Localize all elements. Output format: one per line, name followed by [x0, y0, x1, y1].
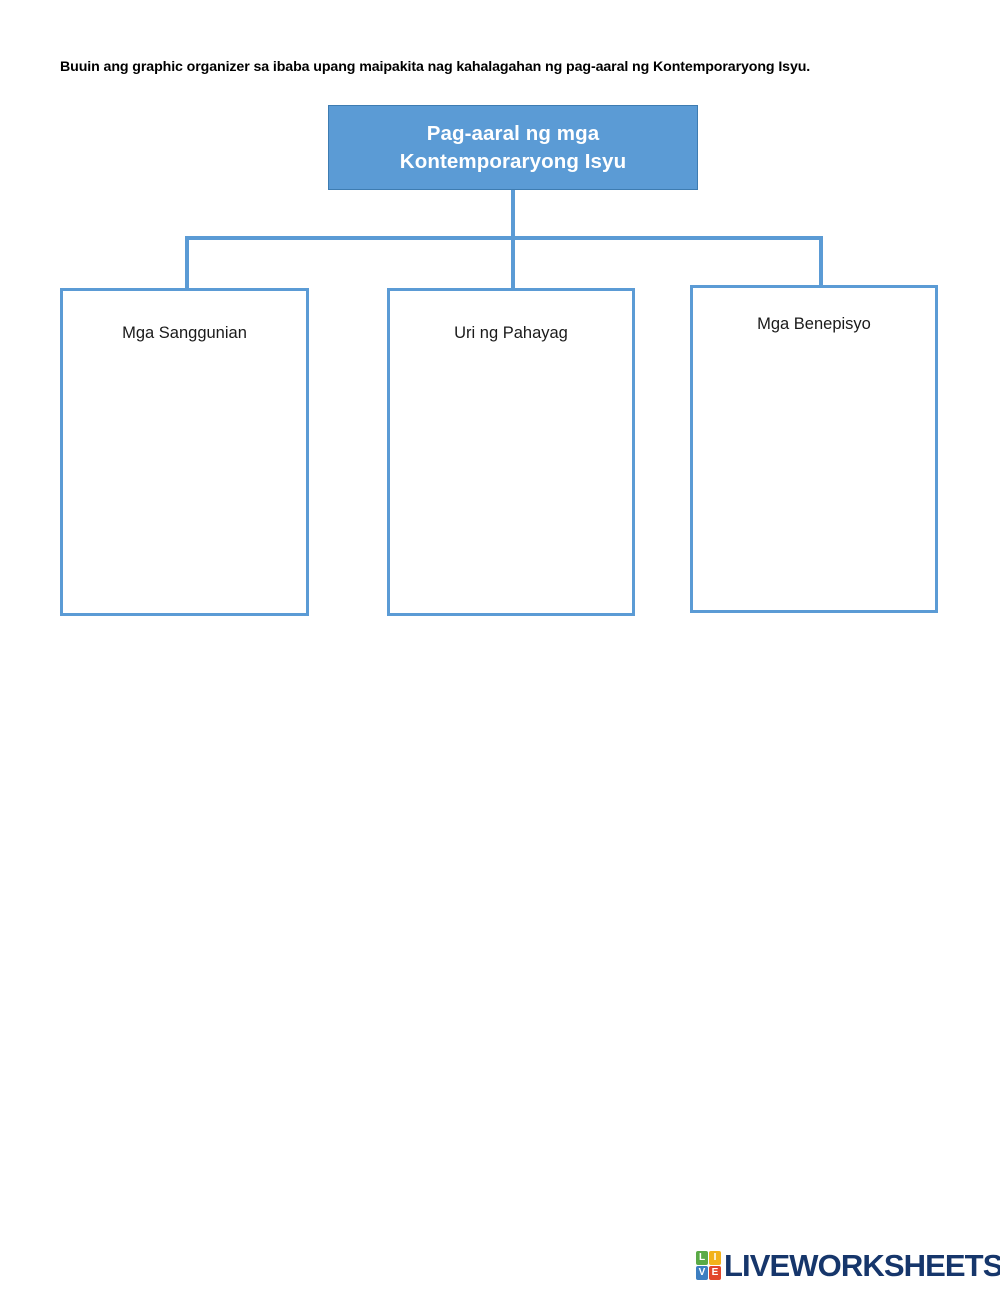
- answer-box-label: Mga Benepisyo: [757, 315, 871, 333]
- logo-tile-grid: L I V E: [696, 1251, 721, 1280]
- organizer-root-label: Pag-aaral ng mga Kontemporaryong Isyu: [399, 121, 627, 173]
- connector-drop-branch-1: [185, 238, 189, 290]
- answer-box-mga-sanggunian[interactable]: Mga Sanggunian: [60, 288, 309, 616]
- answer-box-uri-ng-pahayag[interactable]: Uri ng Pahayag: [387, 288, 635, 616]
- connector-root-stem: [511, 190, 515, 240]
- connector-drop-branch-3: [819, 238, 823, 287]
- answer-box-label: Uri ng Pahayag: [454, 324, 568, 342]
- connector-horizontal-bar: [185, 236, 823, 240]
- instruction-text: Buuin ang graphic organizer sa ibaba upa…: [60, 59, 811, 75]
- logo-wordmark: LIVEWORKSHEETS: [724, 1248, 1000, 1283]
- logo-tile-e-icon: E: [709, 1266, 721, 1280]
- organizer-root-box: Pag-aaral ng mga Kontemporaryong Isyu: [328, 105, 698, 190]
- logo-tile-v-icon: V: [696, 1266, 708, 1280]
- logo-tile-i-icon: I: [709, 1251, 721, 1265]
- liveworksheets-logo: L I V E LIVEWORKSHEETS: [696, 1250, 1000, 1281]
- connector-drop-branch-2: [511, 238, 515, 290]
- answer-box-label: Mga Sanggunian: [122, 324, 247, 342]
- answer-box-mga-benepisyo[interactable]: Mga Benepisyo: [690, 285, 938, 613]
- logo-tile-l-icon: L: [696, 1251, 708, 1265]
